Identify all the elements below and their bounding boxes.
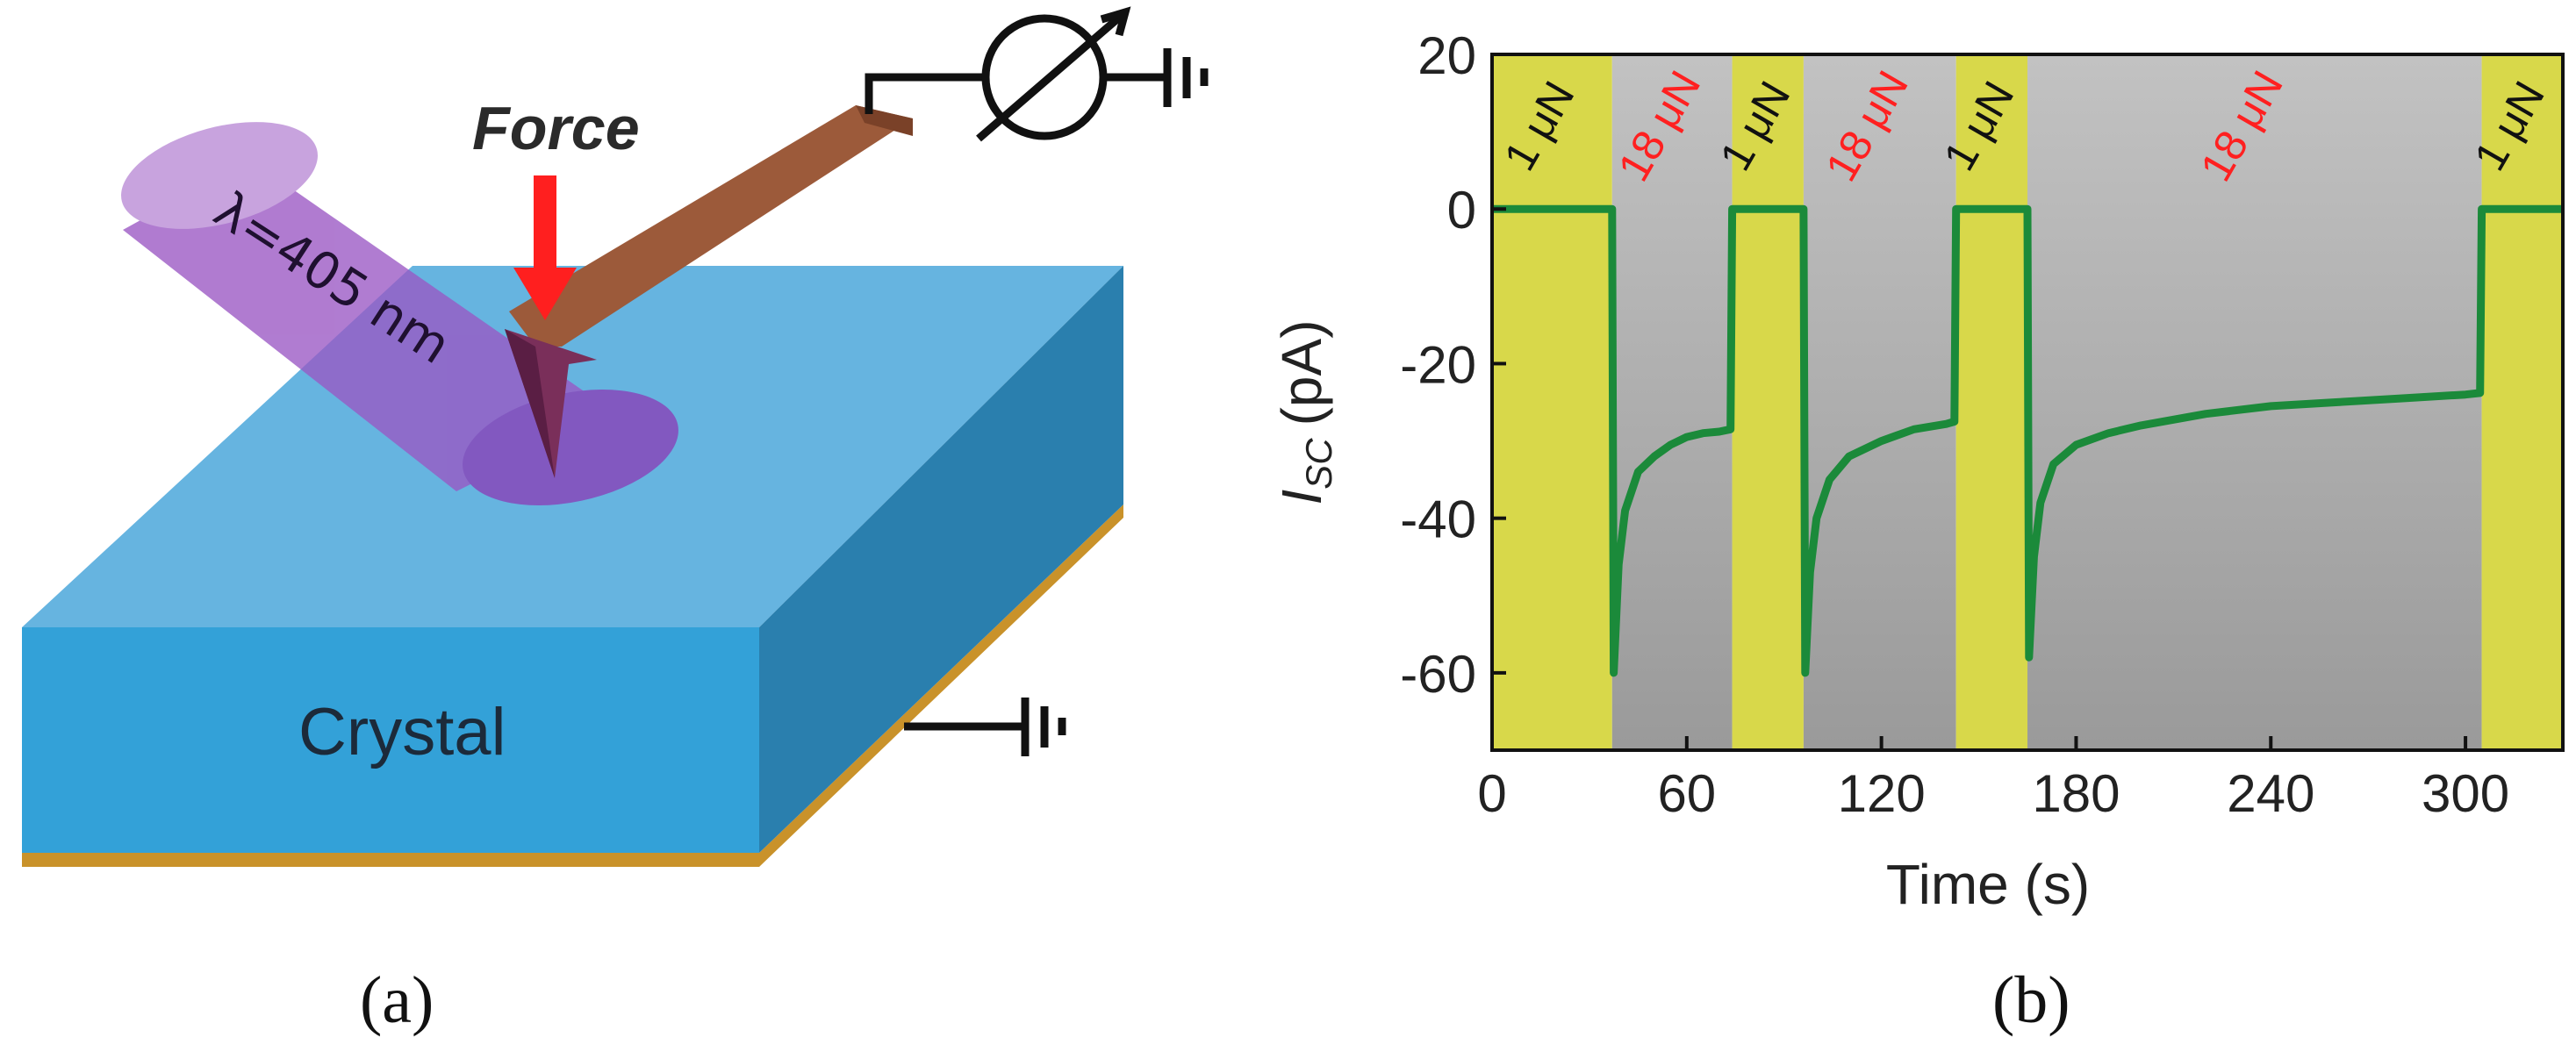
x-tick-label: 240 [2227, 764, 2314, 823]
crystal-label: Crystal [298, 695, 506, 769]
force-region-high [1803, 54, 1956, 750]
crystal-front-face [22, 627, 759, 853]
force-region-high [1611, 54, 1733, 750]
panel-a: Crystal λ=405 nm Force [22, 6, 1209, 1037]
laser-spot [463, 390, 678, 505]
top-wire [865, 73, 987, 114]
x-tick-label: 0 [1477, 764, 1506, 823]
crystal-side-face [759, 266, 1123, 853]
force-region-high [2027, 54, 2482, 750]
x-tick-label: 60 [1657, 764, 1716, 823]
bottom-electrode [22, 504, 1123, 867]
top-circuit [865, 6, 1209, 142]
y-axis-label-sub: SC [1298, 438, 1339, 490]
y-axis-label-unit: (pA) [1270, 319, 1333, 426]
ground-icon [1021, 698, 1066, 756]
y-axis-label: ISC (pA) [1270, 319, 1339, 504]
y-tick-label: -20 [1400, 335, 1476, 394]
x-tick-label: 120 [1838, 764, 1926, 823]
x-tick-label: 300 [2422, 764, 2509, 823]
x-axis-label: Time (s) [1886, 853, 2090, 916]
force-arrow-head [513, 268, 577, 320]
y-axis-label-main: I [1270, 490, 1333, 505]
force-label: Force [472, 94, 640, 162]
laser-beam-end [121, 122, 318, 229]
axis-ticks: 0 60 120 180 240 300 20 0 -20 -40 -60 [1400, 26, 2509, 823]
force-region-low [1732, 54, 1804, 750]
y-tick-label: -60 [1400, 645, 1476, 704]
y-tick-label: 20 [1417, 26, 1476, 85]
afm-cantilever [509, 105, 913, 347]
isc-trace [1492, 204, 2563, 677]
force-regions [1492, 54, 2563, 750]
force-arrow-shaft [534, 175, 556, 276]
bottom-ground-circuit [904, 698, 1066, 756]
afm-tip-shade [505, 329, 555, 478]
y-tick-label: 0 [1447, 181, 1476, 240]
panel-b-caption: (b) [1992, 963, 2070, 1037]
force-region-low [1492, 54, 1612, 750]
laser-beam [121, 122, 678, 505]
force-region-low [1955, 54, 2027, 750]
force-region-low [2481, 54, 2563, 750]
y-tick-label: -40 [1400, 490, 1476, 549]
x-tick-label: 180 [2032, 764, 2120, 823]
ground-icon [1163, 48, 1209, 107]
plot-frame [1490, 53, 2565, 752]
ammeter-icon [981, 14, 1108, 140]
ammeter-arrow [976, 14, 1122, 142]
panel-a-caption: (a) [360, 963, 434, 1037]
